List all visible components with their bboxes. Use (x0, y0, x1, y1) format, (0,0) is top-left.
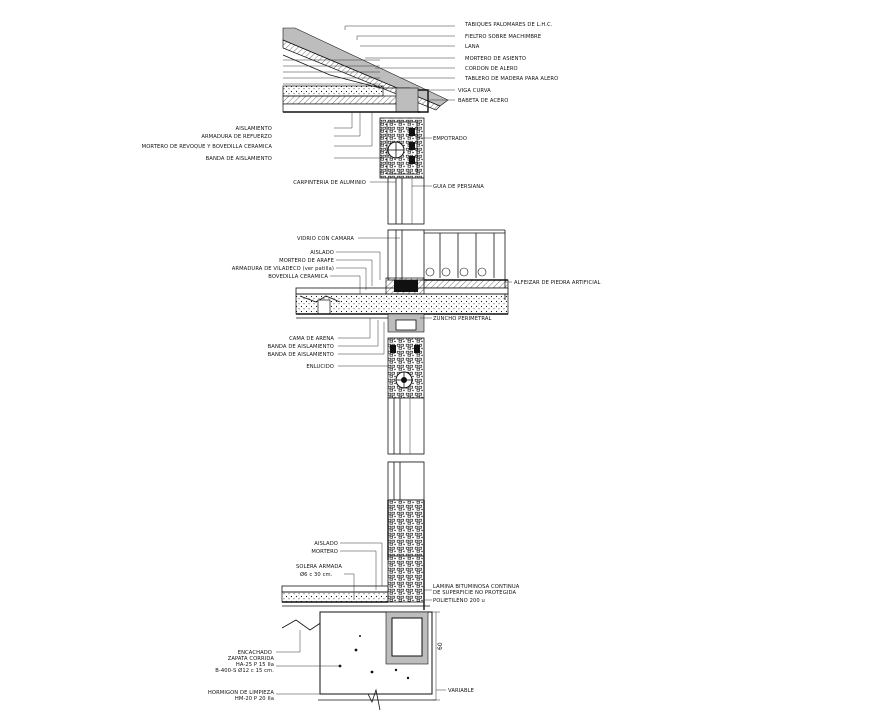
base-label-group: AISLADO MORTERO SOLERA ARMADA Ø6 c 30 cm… (208, 541, 520, 702)
label-fieltro: FIELTRO SOBRE MACHIMBRE (465, 34, 541, 40)
label-mortero-arafe: MORTERO DE ARAFE (279, 258, 334, 264)
label-dim-60: 60 (437, 642, 444, 650)
label-viga: VIGA CURVA (458, 88, 491, 94)
label-zapata-3: B-400-S Ø12 c 15 cm. (215, 667, 274, 674)
label-guia: GUIA DE PERSIANA (433, 184, 484, 190)
shutter-box (387, 337, 425, 501)
floor-slab (295, 277, 509, 333)
label-tablero: TABLERO DE MADERA PARA ALERO (464, 76, 558, 82)
label-lamina-2: DE SUPERFICIE NO PROTEGIDA (433, 590, 516, 596)
label-banda-1: BANDA DE AISLAMIENTO (268, 344, 334, 350)
foundation (318, 611, 440, 711)
label-hormigon-1: HORMIGON DE LIMPIEZA (208, 690, 274, 696)
label-zapata-2: HA-25 P 15 IIa (236, 662, 274, 668)
label-empotrado: EMPOTRADO (433, 136, 467, 142)
lower-wall (387, 499, 425, 610)
label-enlucido: ENLUCIDO (306, 364, 334, 370)
label-cordon: CORDON DE ALERO (465, 66, 518, 72)
ground-slab (281, 585, 430, 631)
label-bovedilla: BOVEDILLA CERAMICA (268, 274, 328, 280)
label-banda: BANDA DE AISLAMIENTO (206, 156, 272, 162)
label-cama-arena: CAMA DE ARENA (289, 336, 334, 342)
mid-label-group: VIDRIO CON CAMARA AISLADO MORTERO DE ARA… (232, 236, 601, 370)
label-mortero-base: MORTERO (311, 549, 338, 555)
label-armadura-viladeco: ARMADURA DE VILADECO (ver patilla) (232, 266, 334, 272)
radiator-ornaments (425, 267, 487, 277)
interior-elevation (423, 229, 509, 300)
label-polietileno: POLIETILENO 200 u (433, 598, 485, 604)
label-lamina-1: LAMINA BITUMINOSA CONTINUA (433, 584, 520, 590)
label-mortero-relleno: MORTERO DE REVOQUE Y BOVEDILLA CERAMICA (142, 144, 273, 150)
label-zuncho: ZUNCHO PERIMETRAL (433, 316, 491, 322)
label-banda-2: BANDA DE AISLAMIENTO (268, 352, 334, 358)
window-upper (387, 177, 425, 281)
label-babeta: BABETA DE ACERO (458, 98, 508, 104)
label-alfeizar: ALFEIZAR DE PIEDRA ARTIFICIAL (514, 280, 601, 286)
label-armadura: ARMADURA DE REFUERZO (201, 134, 272, 140)
label-encachado: ENCACHADO (238, 650, 272, 656)
label-aislado-base: AISLADO (314, 541, 338, 547)
label-aislamiento: AISLAMIENTO (236, 126, 272, 132)
leader-lines (276, 25, 512, 695)
roof-label-group: TABIQUES PALOMARES DE L.H.C. FIELTRO SOB… (142, 22, 559, 190)
label-mortero-asiento: MORTERO DE ASIENTO (465, 56, 526, 62)
label-zapata-1: ZAPATA CORRIDA (228, 656, 275, 662)
label-hormigon-2: HM-20 P 20 IIa (235, 696, 274, 702)
label-carpinteria: CARPINTERIA DE ALUMINIO (293, 180, 366, 186)
label-lana: LANA (465, 44, 480, 50)
label-solera-2: Ø6 c 30 cm. (300, 571, 333, 578)
label-tejas: TABIQUES PALOMARES DE L.H.C. (464, 22, 553, 28)
label-aislado: AISLADO (310, 250, 334, 256)
roof-assembly (282, 27, 449, 179)
label-variable: VARIABLE (448, 688, 474, 694)
label-solera-1: SOLERA ARMADA (296, 564, 342, 570)
label-vidrio: VIDRIO CON CAMARA (297, 236, 354, 242)
